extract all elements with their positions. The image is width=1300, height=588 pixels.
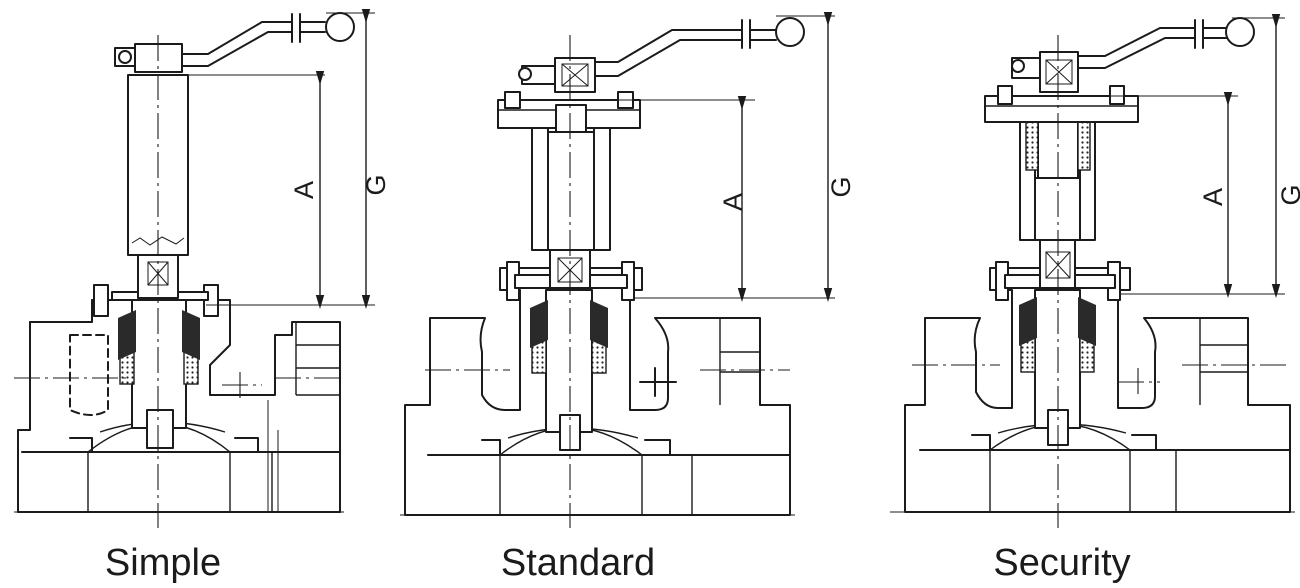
dim-g-label-standard: G: [826, 176, 856, 197]
variant-standard-drawing: [400, 12, 835, 528]
dim-g-label-simple: G: [361, 174, 391, 195]
caption-simple: Simple: [105, 542, 221, 584]
caption-security: Security: [993, 542, 1130, 584]
dim-a-label-standard: A: [718, 193, 748, 211]
caption-standard: Standard: [501, 542, 655, 584]
variant-security-drawing: [890, 14, 1295, 528]
dim-g-label-security: G: [1276, 184, 1300, 205]
valve-body: [904, 267, 1291, 513]
dim-a-label-security: A: [1198, 188, 1228, 206]
dim-a-label-simple: A: [289, 181, 319, 199]
valve-body: [404, 267, 791, 516]
variant-simple-drawing: [14, 9, 375, 528]
